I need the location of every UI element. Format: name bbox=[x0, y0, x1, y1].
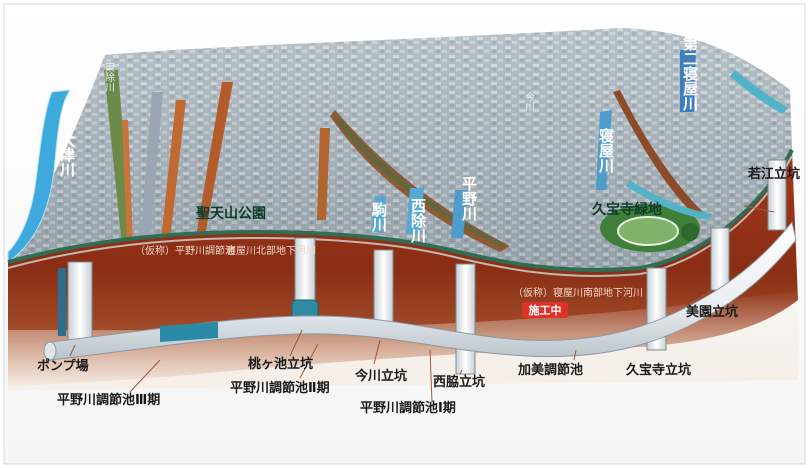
pump-station-label: ポンプ場 bbox=[37, 358, 89, 374]
construction-badge-text: 施工中 bbox=[529, 303, 562, 317]
mikuriya-shaft bbox=[710, 227, 730, 291]
komagawa-strip bbox=[371, 196, 386, 232]
wakae-shaft bbox=[767, 159, 787, 231]
mikuriya-shaft-label: 美園立坑 bbox=[686, 304, 738, 320]
stadium-field bbox=[617, 216, 679, 246]
stadium-trees bbox=[681, 223, 699, 241]
imagawa-river-label: 今川 bbox=[523, 91, 535, 112]
park-label: 聖天山公園 bbox=[196, 205, 266, 222]
hirano-reservoir-3-label: 平野川調節池Ⅲ期 bbox=[57, 392, 160, 408]
tunnel-pipe bbox=[49, 220, 797, 361]
higashi-strip bbox=[613, 90, 705, 218]
hirano-reservoir-2-label: 平野川調節池Ⅱ期 bbox=[230, 380, 330, 396]
construction-badge bbox=[522, 302, 568, 318]
river-strip-1 bbox=[104, 70, 132, 246]
neyagawa-strip bbox=[596, 110, 612, 190]
river-strip-1b bbox=[122, 120, 133, 244]
nishiwaki-shaft-label: 西脇立坑 bbox=[433, 374, 485, 390]
hirano-river-label: 平野川 bbox=[460, 176, 478, 221]
river-strip-3 bbox=[161, 100, 186, 240]
river-strip-e bbox=[626, 180, 712, 220]
tunnel-section-blue bbox=[160, 322, 218, 342]
river-strip-2 bbox=[140, 92, 163, 244]
otsu-river bbox=[7, 89, 72, 263]
komagawa-label: 駒川 bbox=[370, 201, 388, 232]
nishiyokebori-strip bbox=[406, 188, 424, 234]
pump-pipe bbox=[58, 268, 66, 336]
ground-surface-highlight bbox=[7, 155, 793, 277]
higashiyokebori-label: 東除川 bbox=[103, 61, 115, 92]
kami-reservoir-label: 加美調節池 bbox=[517, 362, 583, 378]
otsu-river-label: 大津川 bbox=[58, 131, 76, 177]
nishiyokebori-label: 西除川 bbox=[409, 198, 427, 243]
wakae-shaft-label: 若江立坑 bbox=[747, 166, 800, 182]
hirano-strip bbox=[451, 190, 468, 238]
momogaike-shaft-label: 桃ヶ池立坑 bbox=[248, 356, 313, 372]
hirano-reservoir-1-label: 平野川調節池Ⅰ期 bbox=[360, 400, 456, 416]
ground-surface-line bbox=[7, 149, 794, 272]
note-hirano-reservoir: （仮称）平野川調節池 bbox=[135, 244, 235, 257]
river-strip-4 bbox=[196, 82, 233, 236]
dai2-strip bbox=[680, 50, 696, 112]
river-strip-ne bbox=[730, 70, 788, 114]
note-south-river: （仮称）寝屋川南部地下河川 bbox=[513, 286, 643, 299]
kyuhoji-shaft-label: 久宝寺立坑 bbox=[626, 362, 691, 378]
imagawa-shaft-label: 今川立坑 bbox=[354, 368, 407, 384]
nishiwaki-shaft bbox=[455, 263, 476, 375]
stadium-label: 久宝寺緑地 bbox=[591, 201, 662, 218]
tunnel-end bbox=[43, 341, 57, 361]
neyagawa-label: 寝屋川 bbox=[597, 127, 615, 173]
note-north-river: 寝屋川北部地下河川 bbox=[226, 244, 316, 257]
leader-lines bbox=[69, 205, 775, 403]
dai2-neyagawa-label: 第二寝屋川 bbox=[681, 35, 699, 111]
river-strip-5 bbox=[317, 128, 330, 220]
